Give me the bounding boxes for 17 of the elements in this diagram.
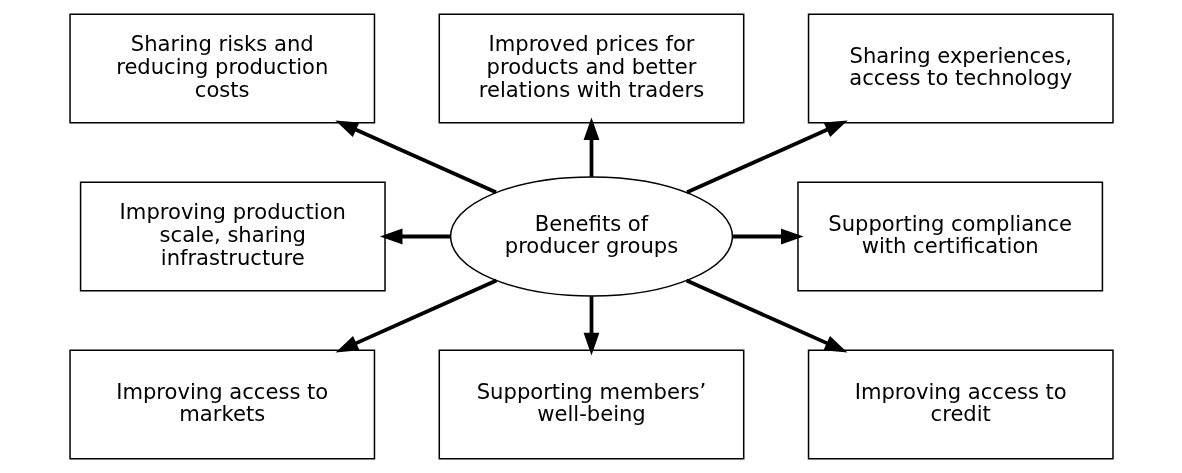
node-box: Improving access to credit	[807, 349, 1114, 460]
node-box: Sharing risks and reducing production costs	[68, 13, 375, 124]
arrow	[335, 278, 497, 353]
node-box: Improving access to markets	[68, 349, 375, 460]
node-box: Supporting compliance with certification	[796, 181, 1103, 292]
node-box: Improved prices for products and better relations with traders	[438, 13, 744, 124]
node-box: Improving production scale, sharing infrastructure	[79, 181, 386, 292]
arrow	[685, 278, 847, 353]
arrow	[379, 228, 450, 245]
arrow	[334, 120, 497, 194]
arrow	[583, 296, 599, 356]
arrow	[732, 228, 804, 245]
node-box: Sharing experiences, access to technology	[807, 13, 1114, 124]
node-box: Supporting members’ well-being	[438, 349, 744, 460]
node-ellipse: Benefits of producer groups	[449, 176, 733, 297]
arrow	[685, 120, 848, 194]
arrow	[583, 117, 599, 177]
